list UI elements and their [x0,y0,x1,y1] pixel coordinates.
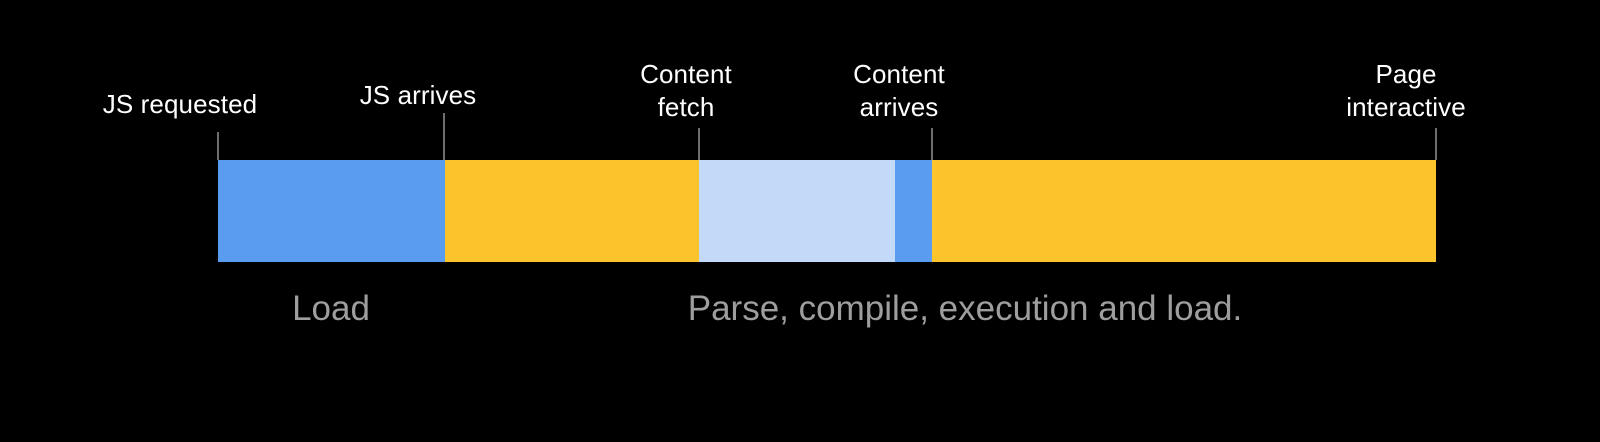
phase-caption-parse: Parse, compile, execution and load. [687,289,1243,328]
marker-label-text: Content arrives [853,59,945,122]
bar-segment-content-wait [699,160,895,262]
phase-caption-load: Load [292,289,370,328]
bar-segment-js-download [218,160,445,262]
marker-tick-content-fetch [698,128,700,160]
marker-label-text: Page interactive [1346,59,1466,122]
marker-label-text: Content fetch [640,59,732,122]
marker-label-content-arrives: Content arrives [749,58,1049,124]
bar-segment-content-execute [932,160,1436,262]
timeline-bar [218,160,1436,262]
marker-label-text: JS requested [102,89,258,119]
marker-tick-js-arrives [443,113,445,160]
marker-label-js-requested: JS requested [30,88,330,121]
marker-label-js-arrives: JS arrives [268,79,568,112]
marker-label-text: JS arrives [359,80,477,110]
marker-label-content-fetch: Content fetch [536,58,836,124]
bar-segment-js-parse-compile [445,160,699,262]
marker-tick-js-requested [217,132,219,160]
bar-segment-content-download [895,160,932,262]
marker-tick-content-arrives [931,128,933,160]
marker-tick-page-interactive [1435,128,1437,160]
marker-label-page-interactive: Page interactive [1256,58,1556,124]
